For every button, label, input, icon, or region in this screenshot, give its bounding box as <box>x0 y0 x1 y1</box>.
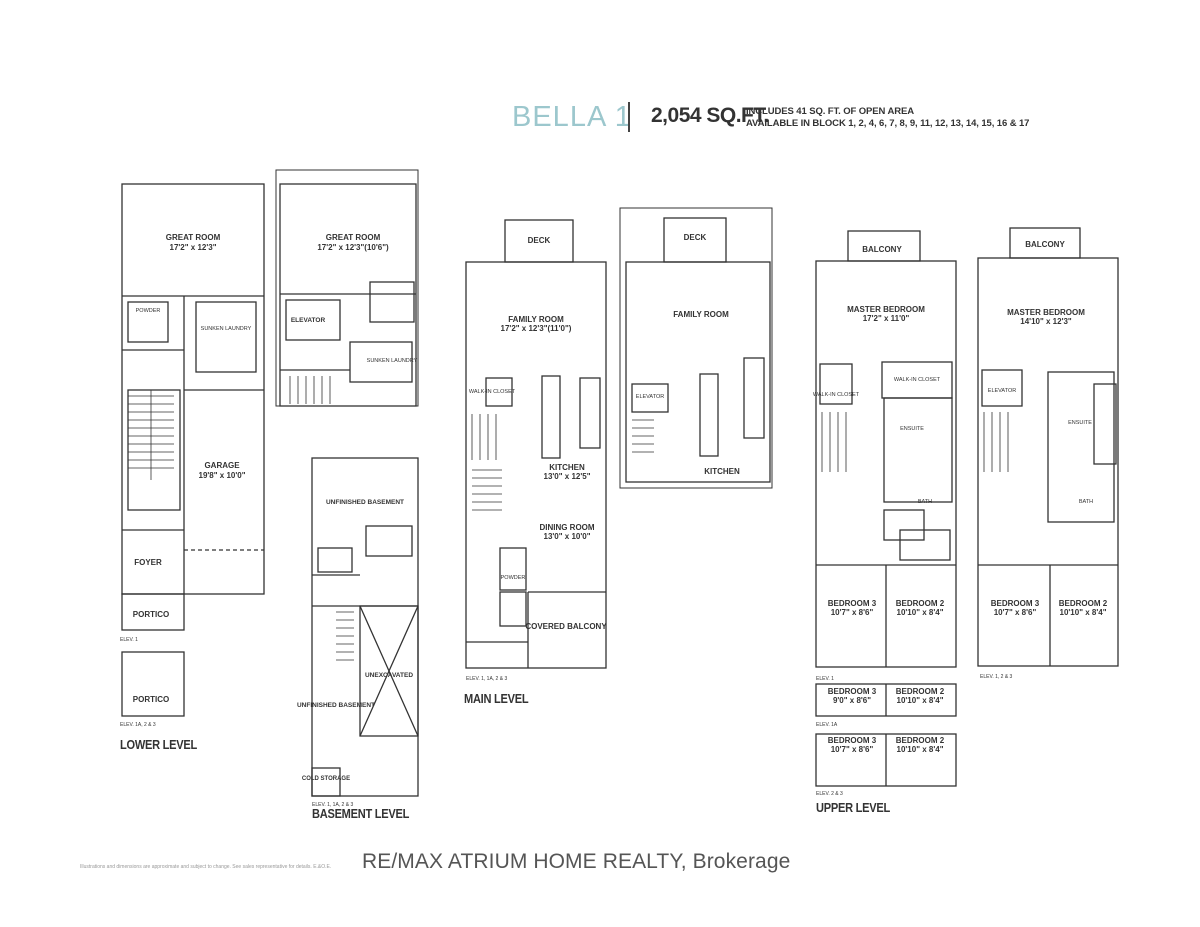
square-footage: 2,054 SQ.FT. <box>651 104 769 127</box>
open-area-note: INCLUDES 41 SQ. FT. OF OPEN AREA <box>746 106 914 117</box>
label-unfinished-basement: UNFINISHED BASEMENT <box>326 499 404 506</box>
label-walk-in-main: WALK-IN CLOSET <box>469 389 516 395</box>
label-deck-alt: DECK <box>684 233 707 242</box>
label-powder-main: POWDER <box>501 575 526 581</box>
label-bath-alt: BATH <box>1079 499 1093 505</box>
main-level-plan <box>465 219 607 669</box>
label-garage-dim: 19'8" x 10'0" <box>199 471 246 480</box>
availability-note: AVAILABLE IN BLOCK 1, 2, 4, 6, 7, 8, 9, … <box>746 118 1030 129</box>
elev-upper-2-3: ELEV. 2 & 3 <box>816 791 843 797</box>
label-master-dim: 17'2" x 11'0" <box>863 314 910 323</box>
label-master-bedroom: MASTER BEDROOM <box>847 305 925 314</box>
title-separator <box>628 102 630 132</box>
label-bedroom-2-alt-dim: 10'10" x 8'4" <box>1060 608 1107 617</box>
elev-upper-1: ELEV. 1 <box>816 676 834 682</box>
label-covered-balcony: COVERED BALCONY <box>525 622 607 631</box>
disclaimer-text: Illustrations and dimensions are approxi… <box>80 864 332 870</box>
label-walk-in-master: WALK-IN CLOSET <box>894 377 941 383</box>
label-bedroom-2: BEDROOM 2 <box>896 599 945 608</box>
label-ensuite-alt: ENSUITE <box>1068 420 1092 426</box>
label-balcony-alt: BALCONY <box>1025 240 1065 249</box>
lower-level-label: LOWER LEVEL <box>120 737 198 752</box>
upper-level-label: UPPER LEVEL <box>816 800 890 815</box>
main-level-label: MAIN LEVEL <box>464 691 529 706</box>
label-portico-1: PORTICO <box>133 610 169 619</box>
label-elevator-upper: ELEVATOR <box>988 388 1016 394</box>
label-bedroom-3-alt-dim: 10'7" x 8'6" <box>994 608 1037 617</box>
label-dining-room-dim: 13'0" x 10'0" <box>544 532 591 541</box>
brokerage-watermark: RE/MAX ATRIUM HOME REALTY, Brokerage <box>362 850 791 873</box>
elev-main: ELEV. 1, 1A, 2 & 3 <box>466 676 507 682</box>
lower-level-alt-plan <box>275 169 419 407</box>
label-bedroom-2-alt: BEDROOM 2 <box>1059 599 1108 608</box>
label-bedroom-3-dim: 10'7" x 8'6" <box>831 608 874 617</box>
label-unfinished-basement-2: UNFINISHED BASEMENT <box>297 702 375 709</box>
label-bedroom-2-alt-a: BEDROOM 2 <box>896 687 945 696</box>
model-name: BELLA 1 <box>512 101 632 133</box>
label-master-bedroom-alt: MASTER BEDROOM <box>1007 308 1085 317</box>
label-kitchen-dim: 13'0" x 12'5" <box>544 472 591 481</box>
label-kitchen-alt: KITCHEN <box>704 467 740 476</box>
label-bath: BATH <box>918 499 932 505</box>
label-bedroom-2-alt-b-dim: 10'10" x 8'4" <box>897 745 944 754</box>
elev-lower-alt: ELEV. 1A, 2 & 3 <box>120 722 156 728</box>
elev-upper-1a: ELEV. 1A <box>816 722 838 728</box>
label-dining-room: DINING ROOM <box>539 523 594 532</box>
elev-basement: ELEV. 1, 1A, 2 & 3 <box>312 802 353 808</box>
label-family-room-dim: 17'2" x 12'3"(11'0") <box>501 324 572 333</box>
upper-level-alt-plan <box>977 227 1119 667</box>
label-master-dim-alt: 14'10" x 12'3" <box>1020 317 1072 326</box>
lower-level-plan <box>121 183 265 717</box>
label-portico-2: PORTICO <box>133 695 169 704</box>
upper-level-plan <box>815 230 957 787</box>
label-garage: GARAGE <box>204 461 240 470</box>
label-bedroom-3-alt-a-dim: 9'0" x 8'6" <box>833 696 871 705</box>
label-family-room-alt: FAMILY ROOM <box>673 310 729 319</box>
label-great-room-alt: GREAT ROOM <box>326 233 381 242</box>
label-bedroom-2-dim: 10'10" x 8'4" <box>897 608 944 617</box>
elev-lower-1: ELEV. 1 <box>120 637 138 643</box>
label-deck: DECK <box>528 236 551 245</box>
label-ensuite: ENSUITE <box>900 426 924 432</box>
label-bedroom-2-alt-b: BEDROOM 2 <box>896 736 945 745</box>
label-elevator-lower: ELEVATOR <box>291 317 326 324</box>
label-balcony: BALCONY <box>862 245 902 254</box>
label-cold-storage: COLD STORAGE <box>302 776 350 782</box>
label-kitchen: KITCHEN <box>549 463 585 472</box>
label-laundry: SUNKEN LAUNDRY <box>201 326 252 332</box>
basement-level-plan <box>311 457 419 797</box>
main-level-alt-plan <box>619 207 773 489</box>
label-laundry-alt: SUNKEN LAUNDRY <box>367 358 418 364</box>
label-unexcavated: UNEXCAVATED <box>365 672 413 679</box>
label-elevator-main: ELEVATOR <box>636 394 664 400</box>
label-bedroom-3-alt-a: BEDROOM 3 <box>828 687 877 696</box>
basement-level-label: BASEMENT LEVEL <box>312 806 410 821</box>
label-bedroom-3: BEDROOM 3 <box>828 599 877 608</box>
label-powder: POWDER <box>136 308 161 314</box>
label-bedroom-2-alt-a-dim: 10'10" x 8'4" <box>897 696 944 705</box>
label-bedroom-3-alt-b: BEDROOM 3 <box>828 736 877 745</box>
label-family-room: FAMILY ROOM <box>508 315 564 324</box>
label-walk-in-upper: WALK-IN CLOSET <box>813 392 860 398</box>
elev-upper-alt: ELEV. 1, 2 & 3 <box>980 674 1013 680</box>
label-foyer: FOYER <box>134 558 162 567</box>
label-bedroom-3-alt-b-dim: 10'7" x 8'6" <box>831 745 874 754</box>
label-bedroom-3-alt: BEDROOM 3 <box>991 599 1040 608</box>
label-great-room-alt-dim: 17'2" x 12'3"(10'6") <box>317 243 389 252</box>
label-great-room: GREAT ROOM <box>166 233 221 242</box>
label-great-room-dim: 17'2" x 12'3" <box>170 243 217 252</box>
